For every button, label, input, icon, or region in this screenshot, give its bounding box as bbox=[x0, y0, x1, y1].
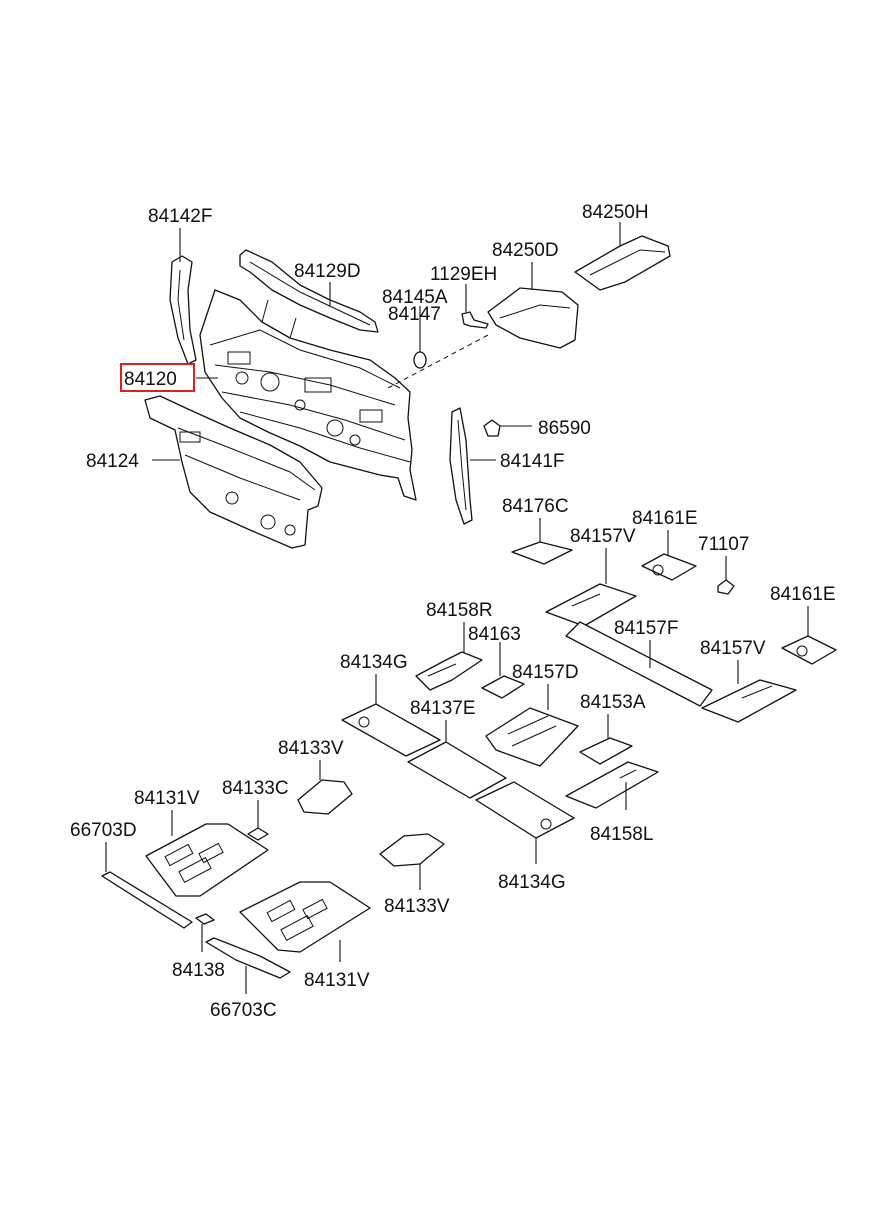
bracket-84141F bbox=[449, 407, 473, 525]
label-84133V-b: 84133V bbox=[384, 896, 450, 917]
bracket-84142F bbox=[169, 255, 197, 365]
clip-84133C bbox=[247, 827, 269, 841]
pad-84134G-b bbox=[475, 781, 575, 839]
pad-84131V-b bbox=[239, 881, 371, 953]
pad-84134G-a bbox=[341, 703, 441, 757]
label-84141F: 84141F bbox=[500, 451, 564, 472]
label-84158L: 84158L bbox=[590, 824, 653, 845]
pad-84133V-a bbox=[297, 779, 353, 815]
label-84124: 84124 bbox=[86, 451, 139, 472]
clip-86590 bbox=[483, 419, 501, 437]
label-84131V-a: 84131V bbox=[134, 788, 200, 809]
label-84147: 84147 bbox=[388, 304, 441, 325]
pad-84161E-b bbox=[781, 635, 837, 665]
label-84120: 84120 bbox=[124, 369, 177, 390]
label-84134G-b: 84134G bbox=[498, 872, 566, 893]
label-84131V-b: 84131V bbox=[304, 970, 370, 991]
pad-84157V-a bbox=[545, 583, 637, 627]
cowl-panel-84129D bbox=[239, 249, 379, 333]
label-84133V-a: 84133V bbox=[278, 738, 344, 759]
label-84176C: 84176C bbox=[502, 496, 569, 517]
label-71107: 71107 bbox=[698, 534, 749, 555]
pad-84137E bbox=[407, 741, 507, 799]
label-84250H: 84250H bbox=[582, 202, 649, 223]
label-66703D: 66703D bbox=[70, 820, 137, 841]
label-84161E-b: 84161E bbox=[770, 584, 836, 605]
pad-84157D bbox=[485, 707, 579, 767]
pad-84153A bbox=[579, 737, 633, 765]
pad-84133V-b bbox=[379, 833, 445, 867]
leader-lines bbox=[105, 222, 809, 994]
label-84158R: 84158R bbox=[426, 600, 493, 621]
clip-71107 bbox=[717, 579, 735, 595]
label-1129EH: 1129EH bbox=[430, 264, 497, 285]
label-84142F: 84142F bbox=[148, 206, 212, 227]
label-84137E: 84137E bbox=[410, 698, 476, 719]
label-84133C: 84133C bbox=[222, 778, 289, 799]
part-labels: 84142F 84129D 84250H 84250D 1129EH 84145… bbox=[70, 202, 836, 1021]
label-84157V-a: 84157V bbox=[570, 526, 636, 547]
insulator-84124 bbox=[144, 395, 323, 549]
label-84157F: 84157F bbox=[614, 618, 678, 639]
label-84163: 84163 bbox=[468, 624, 521, 645]
pad-66703D bbox=[101, 871, 193, 929]
label-84161E-a: 84161E bbox=[632, 508, 698, 529]
pad-84163 bbox=[481, 675, 525, 699]
label-66703C: 66703C bbox=[210, 1000, 277, 1021]
pad-66703C bbox=[205, 937, 291, 979]
pad-84176C bbox=[511, 541, 573, 565]
label-86590: 86590 bbox=[538, 418, 591, 439]
grommet-84147 bbox=[413, 351, 427, 369]
bolt-1129EH bbox=[461, 311, 489, 329]
assembly-guide-line bbox=[387, 333, 491, 389]
pad-84161E-a bbox=[641, 553, 697, 581]
label-84250D: 84250D bbox=[492, 240, 559, 261]
pad-84157V-b bbox=[701, 679, 797, 723]
clip-84138 bbox=[195, 913, 215, 925]
pad-84131V-a bbox=[145, 823, 269, 897]
part-84250H bbox=[574, 235, 671, 291]
pad-84158R bbox=[415, 651, 483, 691]
label-84129D: 84129D bbox=[294, 261, 361, 282]
pad-84157F bbox=[565, 621, 713, 707]
label-84134G-a: 84134G bbox=[340, 652, 408, 673]
label-84138: 84138 bbox=[172, 960, 225, 981]
part-84250D bbox=[487, 287, 579, 349]
label-84153A: 84153A bbox=[580, 692, 646, 713]
label-84145A: 84145A bbox=[382, 287, 448, 308]
highlight-box-84120 bbox=[120, 363, 195, 392]
pad-84158L bbox=[565, 761, 659, 809]
label-84157D: 84157D bbox=[512, 662, 579, 683]
dash-panel-84120 bbox=[199, 289, 417, 501]
label-84157V-b: 84157V bbox=[700, 638, 766, 659]
